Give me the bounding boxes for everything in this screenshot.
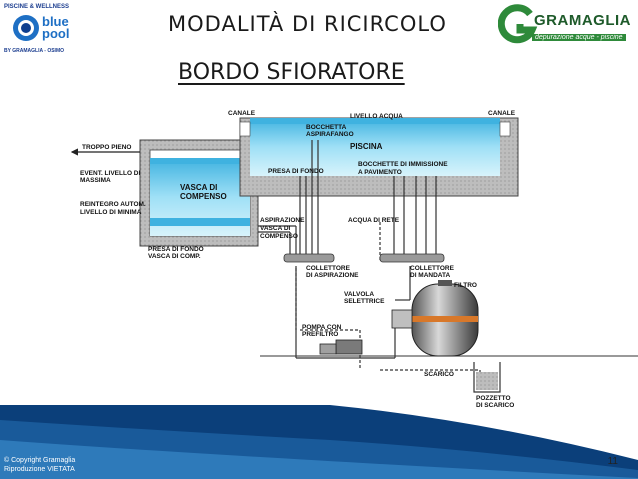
slide-number: 11: [607, 456, 618, 467]
bluepool-logo: PISCINE & WELLNESS blue pool BY GRAMAGLI…: [4, 4, 88, 56]
label-bocchetta-1: BOCCHETTA: [306, 124, 347, 131]
copyright-line-1: © Copyright Gramaglia: [4, 457, 76, 464]
label-reintegro-2: LIVELLO DI MINIMA: [80, 209, 142, 216]
label-collettore-man-1: COLLETTORE: [410, 265, 455, 272]
logo-brand: blue pool: [42, 14, 70, 41]
canale-left-channel: [239, 121, 251, 137]
label-pompa-1: POMPA CON: [302, 324, 342, 331]
gramaglia-g-icon: [498, 4, 538, 44]
label-collettore-asp-2: DI ASPIRAZIONE: [306, 272, 359, 279]
label-canale-right: CANALE: [488, 110, 516, 117]
label-event-1: EVENT. LIVELLO DI: [80, 170, 141, 177]
label-vasca-1: VASCA DI: [180, 183, 217, 192]
bluepool-emblem-icon: [13, 15, 39, 41]
gramaglia-logo: GRAMAGLIA depurazione acque - piscine: [498, 4, 636, 48]
collettore-mandata: [379, 253, 445, 263]
label-presa-fondo-vasca-2: VASCA DI COMP.: [148, 253, 201, 260]
label-aspirazione-2: VASCA DI: [260, 225, 291, 232]
page-title: MODALITÀ DI RICIRCOLO: [168, 12, 447, 36]
label-piscina: PISCINA: [350, 142, 383, 151]
gramaglia-tagline: depurazione acque - piscine: [532, 34, 626, 41]
logo-top-text: PISCINE & WELLNESS: [4, 4, 70, 10]
canale-right-channel: [499, 121, 511, 137]
filtro-sabbia: [411, 280, 479, 357]
label-valvola-1: VALVOLA: [344, 291, 374, 298]
label-valvola-2: SELETTRICE: [344, 298, 385, 305]
label-acqua-di-rete: ACQUA DI RETE: [348, 217, 400, 224]
label-bocchetta-2: ASPIRAFANGO: [306, 131, 354, 138]
label-aspirazione-1: ASPIRAZIONE: [260, 217, 305, 224]
label-filtro: FILTRO: [454, 282, 477, 289]
footer-water-band: [0, 405, 638, 479]
label-presa-di-fondo: PRESA DI FONDO: [268, 168, 324, 175]
label-aspirazione-3: COMPENSO: [260, 233, 298, 240]
gramaglia-brand: GRAMAGLIA: [534, 12, 631, 29]
label-troppo-pieno: TROPPO PIENO: [82, 144, 131, 151]
vasca-di-compenso-structure: [139, 139, 259, 247]
label-vasca-2: COMPENSO: [180, 192, 227, 201]
label-presa-fondo-vasca-1: PRESA DI FONDO: [148, 246, 204, 253]
label-collettore-asp-1: COLLETTORE: [306, 265, 351, 272]
piscina-structure: [239, 117, 519, 197]
label-canale-left: CANALE: [228, 110, 256, 117]
label-event-2: MASSIMA: [80, 177, 111, 184]
label-scarico: SCARICO: [424, 371, 454, 378]
label-livello-acqua: LIVELLO ACQUA: [350, 113, 403, 120]
copyright-notice: © Copyright Gramaglia Riproduzione VIETA…: [4, 456, 75, 474]
pipes: [258, 140, 481, 386]
label-pozzetto-2: DI SCARICO: [476, 402, 514, 409]
pompa-con-prefiltro: [319, 339, 363, 355]
label-reintegro-1: REINTEGRO AUTOM.: [80, 201, 146, 208]
label-pozzetto-1: POZZETTO: [476, 395, 511, 402]
valvola-selettrice: [391, 309, 413, 329]
label-pompa-2: PREFILTRO: [302, 331, 338, 338]
label-bocchette-2: A PAVIMENTO: [358, 169, 402, 176]
page-subtitle: BORDO SFIORATORE: [178, 60, 405, 85]
pozzetto-di-scarico: [473, 362, 501, 393]
collettore-aspirazione: [283, 253, 335, 263]
label-collettore-man-2: DI MANDATA: [410, 272, 451, 279]
logo-by-text: BY GRAMAGLIA - OSIMO: [4, 48, 64, 54]
copyright-line-2: Riproduzione VIETATA: [4, 466, 75, 473]
label-bocchette-1: BOCCHETTE DI IMMISSIONE: [358, 161, 448, 168]
piscina-water: [250, 118, 500, 176]
